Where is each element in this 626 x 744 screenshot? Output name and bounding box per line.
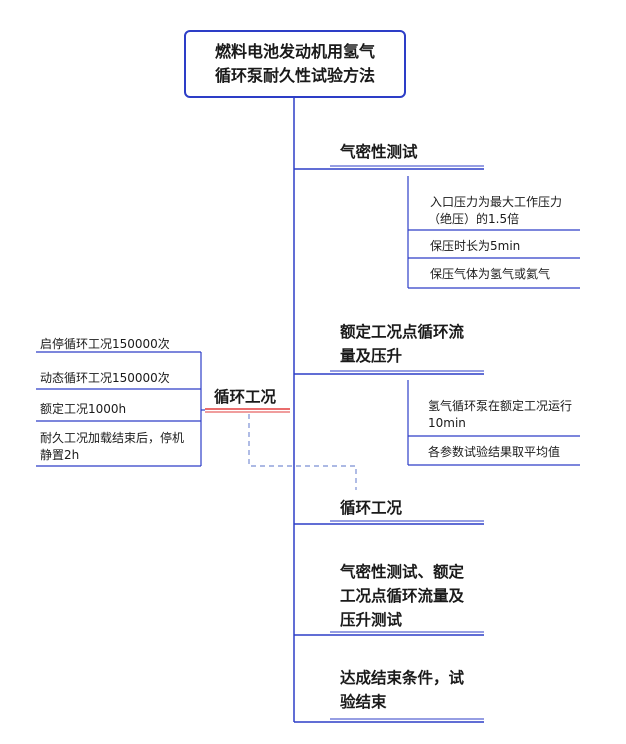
dashed-relation-line xyxy=(248,414,357,490)
topic-rated-line2: 量及压升 xyxy=(340,347,403,365)
airtight-child-1-line2: （绝压）的1.5倍 xyxy=(428,212,520,226)
topic-underline-cycle xyxy=(294,520,484,525)
rated-child-1-line1: 氢气循环泵在额定工况运行 xyxy=(428,399,573,413)
airtight-child-3[interactable]: 保压气体为氢气或氦气 xyxy=(430,267,551,281)
topic-tests-line3: 压升测试 xyxy=(340,611,403,629)
cycle-node[interactable]: 循环工况 xyxy=(214,388,277,406)
topic-cycle[interactable]: 循环工况 xyxy=(340,499,403,517)
topic-tests-line1: 气密性测试、额定 xyxy=(340,563,465,581)
root-title-line1: 燃料电池发动机用氢气 xyxy=(214,42,375,61)
topic-underline-airtight xyxy=(294,165,484,170)
topic-end-line1: 达成结束条件，试 xyxy=(340,669,465,687)
cycle-child-1[interactable]: 启停循环工况150000次 xyxy=(40,337,170,351)
cycle-child-4-line2: 静置2h xyxy=(40,448,80,462)
cycle-child-3[interactable]: 额定工况1000h xyxy=(40,402,127,416)
root-title-line2: 循环泵耐久性试验方法 xyxy=(214,66,375,85)
topic-end-line2: 验结束 xyxy=(340,693,387,711)
topic-rated-line1: 额定工况点循环流 xyxy=(340,323,465,341)
rated-child-1[interactable]: 氢气循环泵在额定工况运行 10min xyxy=(428,398,572,432)
topic-underline-rated xyxy=(294,370,484,375)
topic-underline-end xyxy=(294,718,484,723)
topic-airtight[interactable]: 气密性测试 xyxy=(340,143,418,161)
rated-child-2[interactable]: 各参数试验结果取平均值 xyxy=(428,445,561,459)
cycle-child-4[interactable]: 耐久工况加载结束后，停机 静置2h xyxy=(40,430,184,464)
topic-end[interactable]: 达成结束条件，试 验结束 xyxy=(340,666,464,714)
topic-rated[interactable]: 额定工况点循环流 量及压升 xyxy=(340,320,464,368)
cycle-child-4-line1: 耐久工况加载结束后，停机 xyxy=(40,431,185,445)
topic-tests[interactable]: 气密性测试、额定 工况点循环流量及 压升测试 xyxy=(340,560,464,632)
airtight-child-2[interactable]: 保压时长为5min xyxy=(430,239,521,253)
airtight-child-1-line1: 入口压力为最大工作压力 xyxy=(430,195,563,209)
topic-underline-tests xyxy=(294,631,484,636)
rated-child-1-line2: 10min xyxy=(428,416,466,430)
airtight-child-1[interactable]: 入口压力为最大工作压力 （绝压）的1.5倍 xyxy=(428,194,563,228)
root-topic-box[interactable]: 燃料电池发动机用氢气 循环泵耐久性试验方法 xyxy=(184,30,406,98)
cycle-child-2[interactable]: 动态循环工况150000次 xyxy=(40,371,170,385)
topic-tests-line2: 工况点循环流量及 xyxy=(340,587,465,605)
